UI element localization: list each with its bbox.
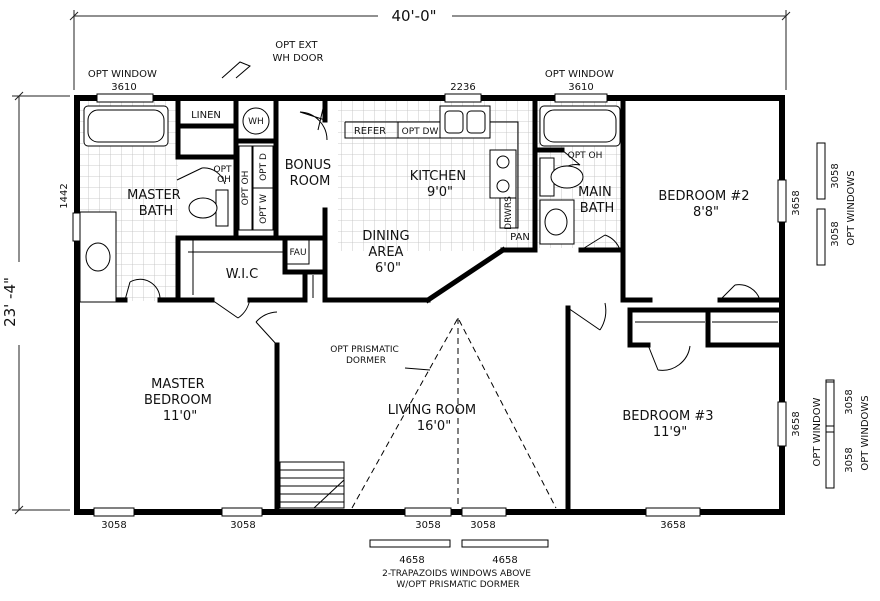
dormer-leader: [404, 367, 431, 371]
overall-width-dimension: [69, 10, 791, 90]
bonus-room-label: BONUS ROOM: [285, 158, 336, 189]
fau-label: FAU: [289, 248, 306, 258]
opt-window-left-label: OPT WINDOW 3610: [88, 69, 160, 93]
bed2-opt-windows-label: OPT WINDOWS: [846, 170, 857, 245]
opt-oh-main-label: OPT OH: [568, 151, 603, 161]
main-bath-label: MAIN BATH: [578, 185, 616, 216]
wic-label: W.I.C: [226, 267, 259, 282]
overall-height-dimension: [12, 91, 70, 515]
door-swings: [124, 61, 761, 371]
refer-label: REFER: [354, 126, 386, 137]
bed3-opt-window-a: 3058: [844, 389, 855, 414]
master-bedroom-label: MASTER BEDROOM 11'0": [144, 377, 216, 424]
windows: [72, 93, 835, 548]
bed3-opt-window-label: OPT WINDOW: [812, 397, 823, 466]
entry-step: [279, 461, 345, 509]
living-room-label: LIVING ROOM 16'0": [388, 403, 481, 434]
fixtures: [79, 105, 621, 303]
wh-label: WH: [248, 117, 264, 127]
pan-label: PAN: [510, 232, 530, 243]
bed3-opt-window-b: 3058: [844, 447, 855, 472]
master-bath-label: MASTER BATH: [127, 188, 185, 219]
opt-dw-label: OPT DW: [402, 127, 439, 137]
opt-oh-laundry-label: OPT OH: [241, 171, 251, 206]
overall-height-label: 23' -4": [1, 277, 19, 327]
bottom-window-4: 3058: [470, 520, 495, 531]
kitchen-window-label: 2236: [450, 82, 475, 93]
trapezoid-note: 2-TRAPAZOIDS WINDOWS ABOVE W/OPT PRISMAT…: [382, 569, 534, 590]
linen-label: LINEN: [191, 110, 221, 121]
trapezoid-size-2: 4658: [492, 555, 517, 566]
opt-d-label: OPT D: [259, 153, 269, 181]
opt-window-right-label: OPT WINDOW 3610: [545, 69, 617, 93]
overall-width-label: 40'-0": [391, 7, 436, 25]
bed2-opt-window-b: 3058: [830, 221, 841, 246]
prismatic-dormer-outline: [351, 316, 557, 509]
dining-label: DINING AREA 6'0": [362, 229, 413, 276]
opt-ext-wh-door-label: OPT EXT WH DOOR: [273, 40, 324, 64]
trapezoid-size-1: 4658: [399, 555, 424, 566]
drwrs-label: DRWRS: [504, 196, 514, 230]
bottom-window-5: 3658: [660, 520, 685, 531]
bottom-window-1: 3058: [101, 520, 126, 531]
bed2-opt-window-a: 3058: [830, 163, 841, 188]
bed3-opt-windows-label: OPT WINDOWS: [860, 395, 871, 470]
kitchen-label: KITCHEN 9'0": [410, 169, 470, 200]
bottom-window-3: 3058: [415, 520, 440, 531]
prismatic-dormer-label: OPT PRISMATIC DORMER: [330, 345, 401, 366]
bed2-window-label: 3658: [791, 190, 802, 215]
opt-oh-master-label: OPT OH: [214, 165, 235, 185]
bottom-window-2: 3058: [230, 520, 255, 531]
bed3-window-label: 3658: [791, 411, 802, 436]
bedroom3-label: BEDROOM #3 11'9": [622, 409, 717, 440]
closet-shelves: [188, 238, 778, 323]
left-window-label: 1442: [59, 183, 70, 208]
bedroom2-label: BEDROOM #2 8'8": [658, 189, 753, 220]
opt-w-label: OPT W: [259, 194, 269, 224]
